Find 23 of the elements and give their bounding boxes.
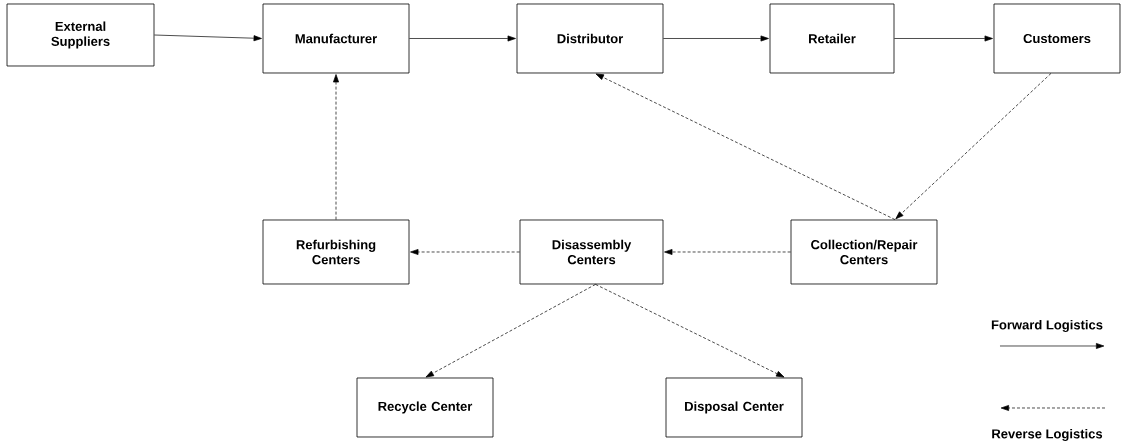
arrow bbox=[333, 74, 339, 220]
arrow bbox=[664, 249, 791, 255]
process-box: Distributor bbox=[516, 3, 664, 74]
arrow bbox=[894, 35, 993, 42]
process-box: Customers bbox=[993, 3, 1121, 74]
arrow bbox=[425, 284, 596, 378]
arrow bbox=[409, 35, 516, 42]
process-box: Retailer bbox=[769, 3, 895, 74]
process-box: Manufacturer bbox=[262, 3, 410, 74]
arrow bbox=[154, 34, 262, 42]
legend-label: Reverse Logistics bbox=[992, 428, 1103, 442]
arrow bbox=[663, 35, 769, 42]
process-box: Disassembly Centers bbox=[519, 219, 664, 285]
arrow bbox=[895, 73, 1052, 220]
arrow bbox=[595, 73, 896, 220]
process-box: Recycle Center bbox=[356, 377, 494, 438]
process-box: Refurbishing Centers bbox=[262, 219, 410, 285]
process-box: External Suppliers bbox=[6, 3, 155, 67]
legend-label: Forward Logistics bbox=[991, 319, 1103, 333]
arrow bbox=[595, 284, 785, 378]
process-box: Disposal Center bbox=[665, 377, 803, 438]
arrow bbox=[410, 249, 520, 255]
process-box: Collection/Repair Centers bbox=[790, 219, 938, 285]
